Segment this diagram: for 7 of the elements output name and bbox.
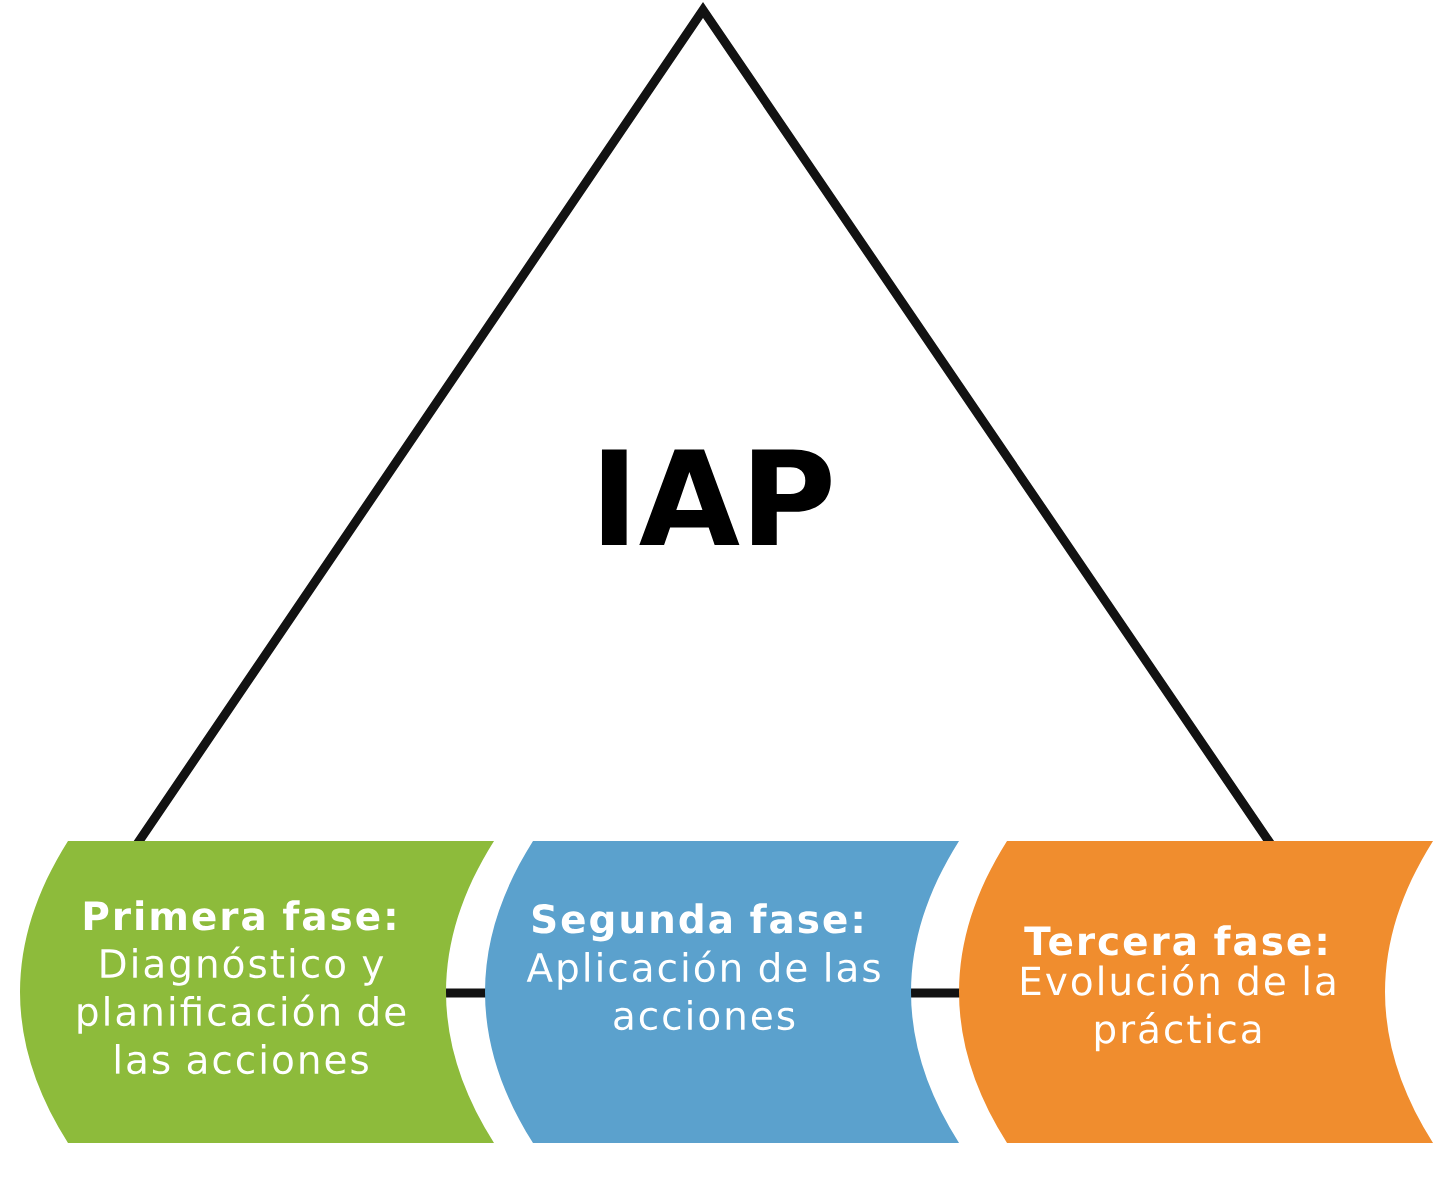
phase-heading: Primera fase: xyxy=(84,900,395,931)
phase-heading: Segunda fase: xyxy=(532,903,862,942)
phase-description: Evolución de la práctica xyxy=(1022,963,1335,1052)
phase-description: Aplicación de las acciones xyxy=(526,950,880,1031)
phase-description: Diagnóstico y planificación de las acciones xyxy=(78,946,406,1075)
acronym-label: IAP xyxy=(601,449,831,545)
phase-heading: Tercera fase: xyxy=(1024,925,1326,956)
